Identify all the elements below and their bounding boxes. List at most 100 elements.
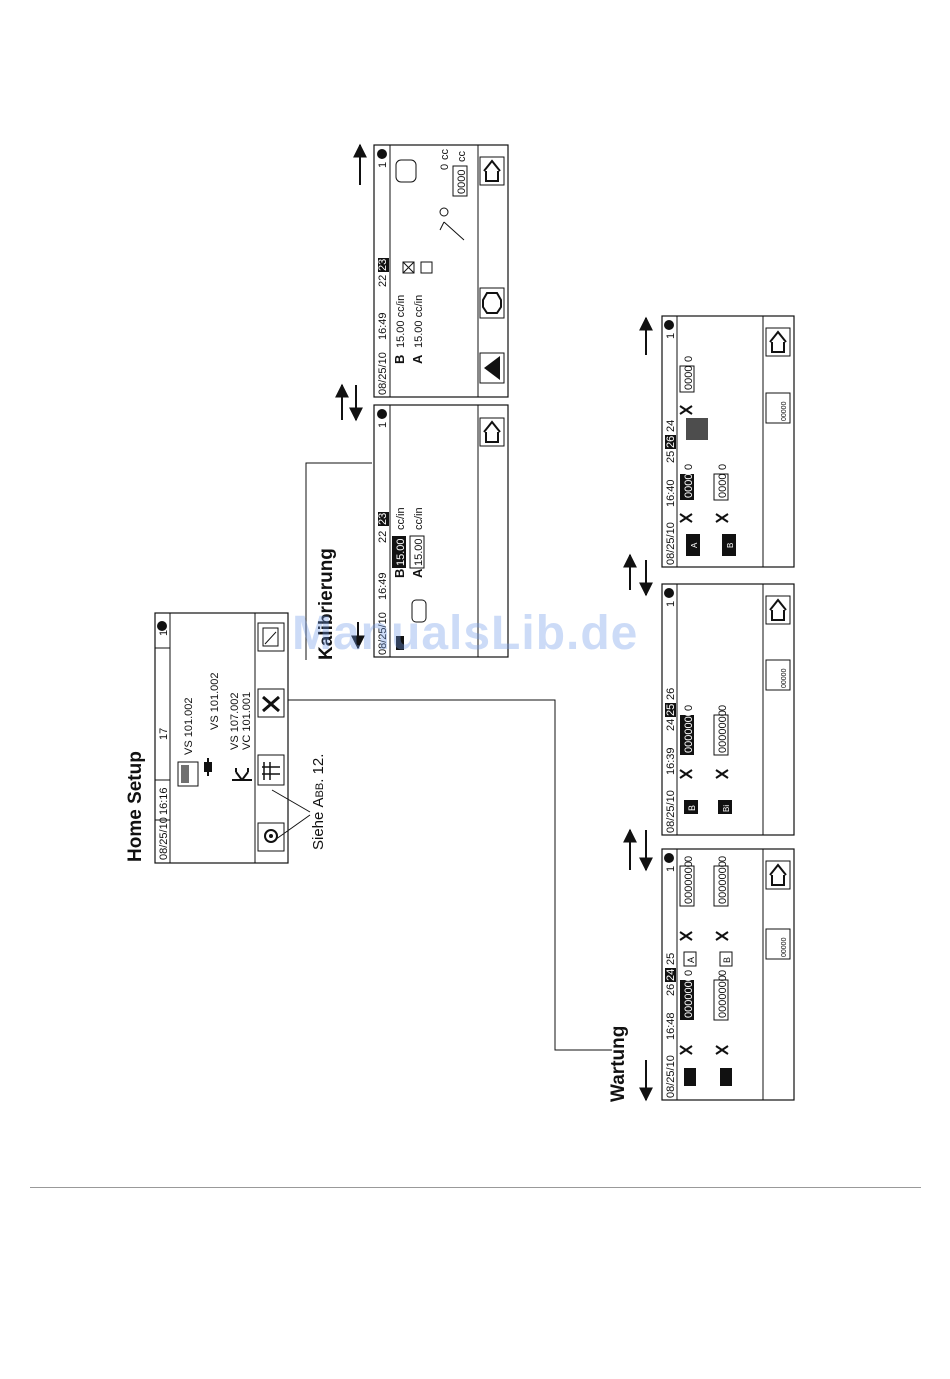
cal2-nav-prev: 22 (377, 275, 389, 287)
cal2-value-a: 15.00 cc/in (413, 295, 425, 348)
watermark: ManualsLib.de (292, 607, 639, 660)
version-1: VS 101.002 (183, 698, 195, 756)
cup-icon (395, 159, 417, 183)
cal1-nav-current: 23 (377, 513, 389, 525)
m3-counter-3: 0000 (683, 366, 695, 390)
m2-badge-bi: Bi (722, 805, 731, 812)
siehe-pointer-lines (271, 789, 311, 843)
m1-zero-1: 0 (683, 970, 695, 976)
maintenance-screen-1: 08/25/10 16:48 26 24 25 1 0000000 0 0000… (661, 848, 795, 1101)
checkbox-checked-icon[interactable] (402, 261, 415, 274)
home-page: 1 (158, 630, 170, 636)
cal1-date: 08/25/10 (377, 612, 389, 655)
cal2-time: 16:49 (377, 312, 389, 340)
wartung-connector (288, 699, 612, 1051)
valve-b-badge (719, 951, 733, 967)
home-setup-label: Home Setup (125, 751, 146, 862)
home-button[interactable] (765, 327, 791, 357)
m1-nav-prev: 26 (665, 984, 677, 996)
m3-nav-next: 24 (665, 420, 677, 432)
m2-page: 1 (665, 601, 677, 607)
hopper-b-badge (722, 534, 736, 556)
cal1-value-a-field[interactable] (409, 535, 425, 569)
m2-counter-1: 0000000 (683, 710, 695, 753)
siehe-caption: Siehe Abb. 12. (310, 754, 327, 850)
navigation-arrows (335, 143, 653, 1102)
valve-bi-badge (718, 800, 732, 814)
usb-icon (232, 768, 252, 781)
checkbox-unchecked-icon[interactable] (420, 261, 433, 274)
maintenance-screen-3: 08/25/10 16:40 25 26 24 1 0000 0 0000 0 … (661, 315, 795, 568)
m1-counter-1: 0000000 (683, 975, 695, 1018)
home-date: 08/25/10 (158, 817, 170, 860)
cal2-page: 1 (377, 162, 389, 168)
status-dot-icon (377, 149, 387, 159)
cal2-line-a: A (410, 354, 425, 364)
version-2: VS 101.002 (209, 673, 221, 731)
cal2-vol-2-unit: cc (456, 151, 468, 163)
maintenance-screen-2: 08/25/10 16:39 24 25 26 1 0000000 0 0000… (661, 583, 795, 836)
cal2-vol-2-field[interactable] (452, 165, 468, 197)
m1-counter-2: 0000000 (717, 975, 729, 1018)
setup-gear-button[interactable] (257, 822, 285, 852)
m2-date: 08/25/10 (665, 790, 677, 833)
pump-a-icon (684, 1068, 696, 1086)
cal1-line-b: B (392, 569, 407, 578)
wartung-label: Wartung (608, 1025, 629, 1102)
kalibrierung-connector (305, 462, 372, 660)
stop-button[interactable] (479, 287, 505, 319)
m3-zero-2: 0 (717, 464, 729, 470)
m3-reset-counter: 00000 (781, 401, 788, 421)
siehe-ref: Abb. 12. (310, 753, 327, 808)
m1-zero-4: 0 (717, 856, 729, 862)
cal2-value-b: 15.00 cc/in (395, 295, 407, 348)
m1-nav-next: 25 (665, 953, 677, 965)
wrench-icon (679, 405, 729, 523)
m1-page: 1 (665, 866, 677, 872)
cal1-value-b-field[interactable] (392, 536, 406, 568)
calibration-button[interactable] (257, 622, 285, 652)
pump-b-icon (720, 1068, 732, 1086)
m2-counter-2: 0000000 (717, 710, 729, 753)
cal2-vol-2: 0000 (456, 170, 468, 194)
hopper-a-badge (686, 534, 700, 556)
status-dot-icon (664, 853, 674, 863)
cal2-nav-current: 23 (377, 259, 389, 271)
m1-date: 08/25/10 (665, 1055, 677, 1098)
cal1-page: 1 (377, 422, 389, 428)
display-module-icon (177, 761, 199, 787)
m1-nav-current: 24 (665, 969, 677, 981)
footer-rule (30, 1187, 921, 1188)
reset-counter-button[interactable]: 00000 (765, 659, 791, 691)
version-4: VC 101.001 (241, 692, 253, 750)
home-button[interactable] (765, 595, 791, 625)
cal1-nav-prev: 22 (377, 531, 389, 543)
home-button[interactable] (479, 417, 505, 447)
reset-counter-button[interactable]: 00000 (765, 392, 791, 424)
cal1-unit-b: cc/in (395, 507, 407, 530)
setup-grid-button[interactable] (257, 754, 285, 786)
reset-counter-button[interactable]: 00000 (765, 928, 791, 960)
cal1-time: 16:49 (377, 572, 389, 600)
calibration-screen-1: 08/25/10 16:49 22 23 1 B 15.00 cc/in A 1… (373, 404, 509, 658)
m1-counter-4: 0000000 (717, 861, 729, 904)
dial-needle-icon (439, 221, 465, 241)
m2-reset-counter: 00000 (781, 668, 788, 688)
start-button[interactable] (479, 352, 505, 384)
status-dot-icon (664, 588, 674, 598)
m3-badge-a: A (690, 542, 699, 548)
m3-nav-prev: 25 (665, 451, 677, 463)
m1-badge-a: A (686, 957, 696, 963)
status-dot-icon (157, 621, 167, 631)
calibration-screen-2: 08/25/10 16:49 22 23 1 B 15.00 cc/in A 1… (373, 144, 509, 398)
home-time: 16:16 (158, 787, 170, 815)
home-button[interactable] (479, 156, 505, 186)
maintenance-wrench-button[interactable] (257, 688, 285, 718)
cal2-line-b: B (392, 355, 407, 364)
status-dot-icon (377, 409, 387, 419)
m1-time: 16:48 (665, 1012, 677, 1040)
wrench-icon (679, 769, 729, 779)
home-button[interactable] (765, 860, 791, 890)
cal2-vol-1: 0 (439, 164, 451, 170)
hopper-shaded-icon (686, 418, 708, 440)
